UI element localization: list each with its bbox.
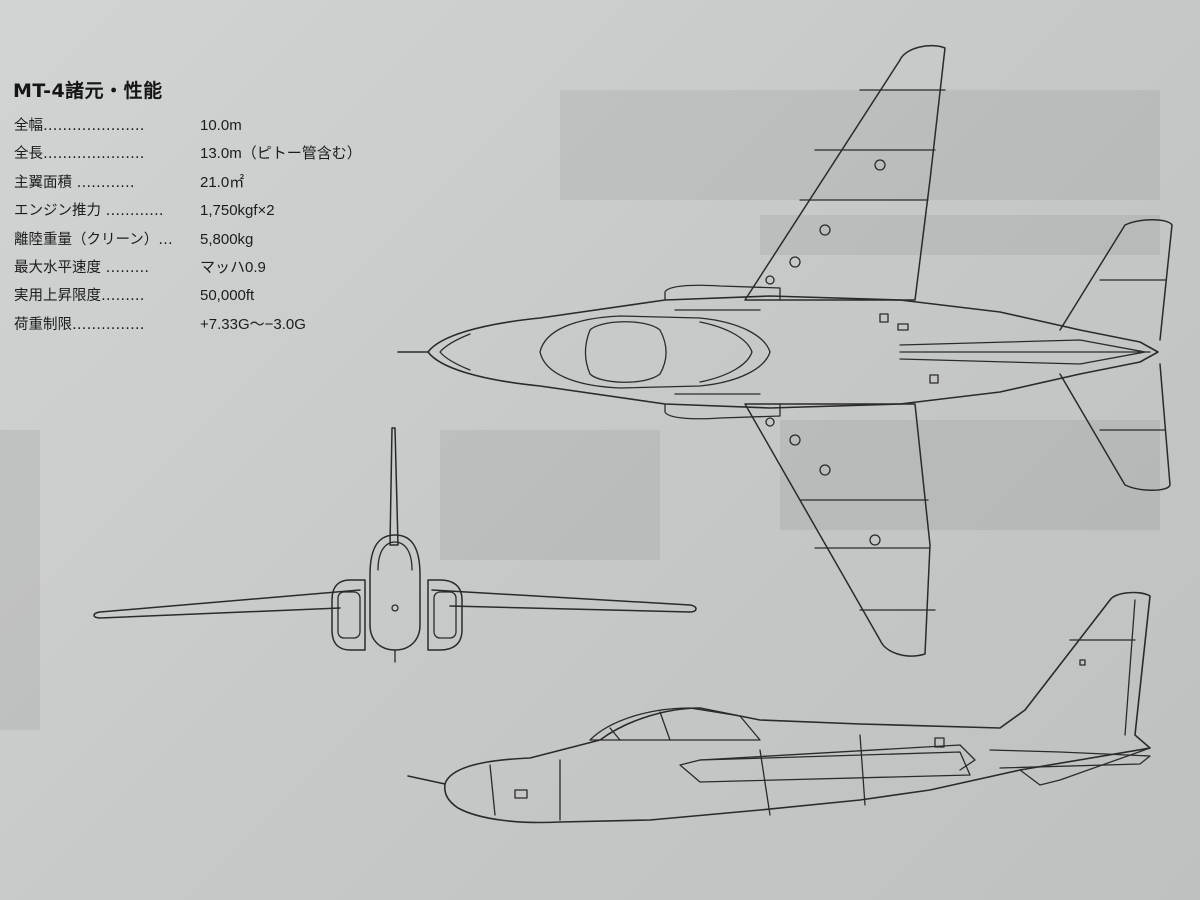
top-view-tailplane-upper [1060,220,1172,340]
front-view-wing-right [432,590,696,612]
top-view-canopy-frame [586,322,667,383]
top-view-spine-fairing [900,340,1145,364]
side-view-canopy-frame [610,728,620,740]
spec-label: 離陸重量（クリーン）… [14,231,173,248]
spec-table: 全幅………………… 10.0m 全長………………… 13.0m（ピトー管含む） … [14,114,374,341]
spec-value: 13.0m（ピトー管含む） [200,145,362,163]
side-view-canopy [590,708,760,740]
side-view-tailplane [990,750,1150,768]
side-view-wing [700,745,975,770]
top-view-wing-marker [875,160,885,170]
spec-row-span: 全幅………………… 10.0m [14,114,374,142]
top-view-intake-upper [665,285,780,300]
spec-label: 実用上昇限度……… [14,288,145,305]
top-view-hatch [880,314,888,322]
top-view [398,46,1172,656]
front-view-canopy [378,542,412,570]
top-view-wing-lower [745,404,930,656]
top-view-wing-marker [766,418,774,426]
top-view-canopy [540,316,770,388]
side-view-fuselage [445,593,1150,823]
spec-row-wing-area: 主翼面積 ………… 21.0㎡ [14,171,374,199]
top-view-fuselage [428,296,1158,408]
bleed-through-text-block [0,430,40,730]
bleed-through-text-block [440,430,660,560]
side-view-hatch [935,738,944,747]
side-view-panel-line [760,750,770,815]
front-view-wing-left [94,590,360,618]
spec-title: MT-4諸元・性能 [13,80,163,102]
front-view-fin [390,428,398,545]
spec-row-length: 全長………………… 13.0m（ピトー管含む） [14,142,374,170]
spec-row-max-speed: 最大水平速度 ……… マッハ0.9 [14,256,374,284]
bleed-through-text-block [780,420,1160,530]
side-view-panel-line [490,765,495,815]
side-view-hatch [1080,660,1085,665]
spec-row-service-ceiling: 実用上昇限度……… 50,000ft [14,284,374,312]
spec-value: 21.0㎡ [200,173,245,191]
top-view-intake-lower [665,404,780,419]
front-view-intake-inner [338,592,360,638]
top-view-wing-marker [870,535,880,545]
side-view-exhaust [1020,748,1150,785]
front-view-intake-right [428,580,462,650]
side-view [408,593,1150,823]
top-view-canopy-rear [700,322,752,382]
front-view-fuselage [370,535,420,650]
spec-row-takeoff-weight: 離陸重量（クリーン）… 5,800kg [14,228,374,256]
spec-label: エンジン推力 ………… [14,203,164,220]
bleed-through-text-block [560,90,1160,200]
side-view-panel-line [860,735,865,805]
spec-label: 全長………………… [14,146,145,163]
side-view-hatch [515,790,527,798]
spec-value: 1,750kgf×2 [200,202,275,220]
spec-label: 荷重制限…………… [14,316,145,333]
side-view-rudder-line [1125,600,1135,735]
side-view-canopy-frame [660,712,670,740]
top-view-nose-line [440,334,470,370]
spec-row-load-limit: 荷重制限…………… +7.33G〜−3.0G [14,313,374,341]
side-view-intake [680,752,970,782]
front-view-intake-left [332,580,365,650]
front-view-intake-inner [434,592,456,638]
spec-row-engine-thrust: エンジン推力 ………… 1,750kgf×2 [14,199,374,227]
top-view-wing-upper [745,46,945,300]
spec-value: 5,800kg [200,230,254,248]
spec-value: 50,000ft [200,287,255,305]
front-view-nose-probe [392,605,398,611]
spec-value: 10.0m [200,117,242,134]
top-view-wing-marker [766,276,774,284]
front-view [94,428,696,662]
top-view-wing-marker [790,257,800,267]
top-view-hatch [898,324,908,330]
top-view-wing-marker [790,435,800,445]
spec-value: マッハ0.9 [200,258,266,276]
spec-value: +7.33G〜−3.0G [200,315,306,333]
top-view-wing-marker [820,225,830,235]
top-view-wing-marker [820,465,830,475]
top-view-tailplane-lower [1060,364,1170,490]
spec-label: 最大水平速度 ……… [14,259,150,276]
spec-label: 全幅………………… [14,118,145,134]
side-view-pitot-probe [408,776,445,784]
spec-label: 主翼面積 ………… [14,174,135,191]
top-view-hatch [930,375,938,383]
